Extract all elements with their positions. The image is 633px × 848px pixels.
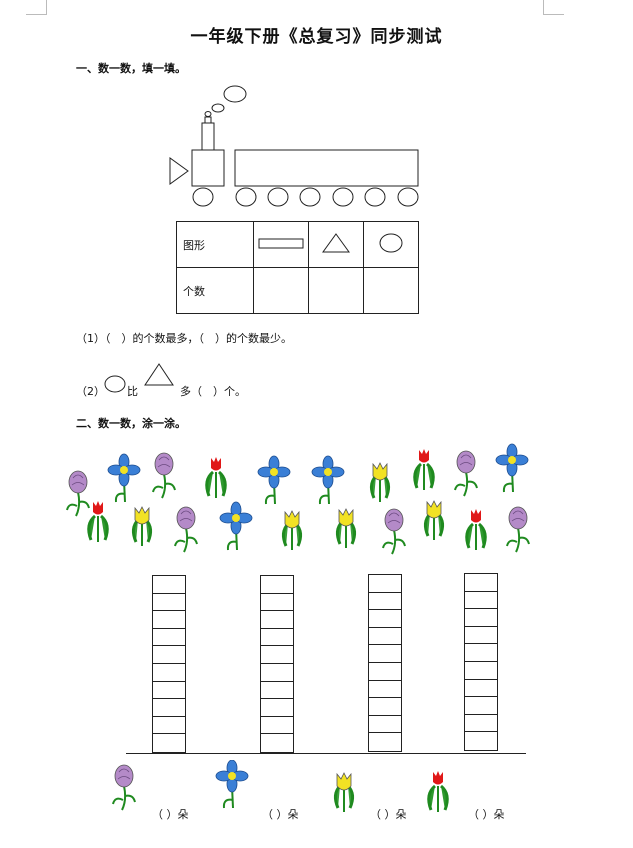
question-2-prefix: （2） bbox=[76, 385, 105, 398]
engine-cabin bbox=[191, 149, 225, 187]
corner-mark-right bbox=[543, 0, 564, 15]
wheel bbox=[192, 187, 214, 207]
purple-flower bbox=[112, 764, 136, 811]
triangle-icon bbox=[144, 363, 174, 386]
baseline-divider bbox=[126, 753, 526, 754]
section-2-heading: 二、数一数，涂一涂。 bbox=[76, 417, 186, 430]
triangle-icon bbox=[322, 233, 350, 253]
question-1: （1）（ ）的个数最多，（ ）的个数最少。 bbox=[76, 332, 292, 345]
smoke-cloud-large bbox=[223, 85, 247, 103]
yellow-flower bbox=[335, 507, 357, 550]
count-column-1[interactable] bbox=[152, 575, 186, 753]
blue-flower bbox=[219, 501, 253, 551]
wheel bbox=[364, 187, 386, 207]
table-label-shape: 图形 bbox=[176, 221, 254, 268]
count-column-4[interactable] bbox=[464, 573, 498, 751]
yellow-flower bbox=[333, 771, 355, 814]
purple-flower bbox=[66, 470, 90, 517]
chimney-top bbox=[204, 116, 212, 124]
page-title: 一年级下册《总复习》同步测试 bbox=[190, 27, 443, 47]
train-carriage bbox=[234, 149, 419, 187]
wheel bbox=[397, 187, 419, 207]
yellow-flower bbox=[369, 461, 391, 504]
wheel bbox=[299, 187, 321, 207]
blue-flower bbox=[495, 443, 529, 493]
answer-blank-purple[interactable]: （ ）朵 bbox=[152, 808, 189, 821]
yellow-flower bbox=[423, 499, 445, 542]
answer-blank-blue[interactable]: （ ）朵 bbox=[262, 808, 299, 821]
section-1-heading: 一、数一数，填一填。 bbox=[76, 62, 186, 75]
engine-front-triangle bbox=[169, 157, 189, 185]
purple-flower bbox=[506, 506, 530, 553]
yellow-flower bbox=[131, 505, 153, 548]
purple-flower bbox=[152, 452, 176, 499]
shape-count-table: 图形 个数 bbox=[176, 221, 419, 314]
circle-shape-cell bbox=[363, 221, 419, 268]
train-figure bbox=[169, 85, 419, 207]
purple-flower bbox=[382, 508, 406, 555]
rectangle-icon bbox=[258, 238, 304, 249]
table-label-count: 个数 bbox=[176, 267, 254, 314]
red-flower bbox=[413, 447, 435, 492]
red-flower bbox=[465, 507, 487, 552]
triangle-count-cell[interactable] bbox=[308, 267, 364, 314]
yellow-flower bbox=[281, 509, 303, 552]
purple-flower bbox=[454, 450, 478, 497]
circle-icon bbox=[379, 233, 403, 253]
wheel bbox=[267, 187, 289, 207]
answer-blank-yellow[interactable]: （ ）朵 bbox=[370, 808, 407, 821]
corner-mark-left bbox=[26, 0, 47, 15]
question-2-compare: 比 bbox=[127, 385, 138, 398]
smoke-cloud-small bbox=[211, 103, 225, 113]
red-flower bbox=[205, 455, 227, 500]
purple-flower bbox=[174, 506, 198, 553]
wheel bbox=[332, 187, 354, 207]
rectangle-count-cell[interactable] bbox=[253, 267, 309, 314]
wheel bbox=[235, 187, 257, 207]
blue-flower bbox=[107, 453, 141, 503]
blue-flower bbox=[311, 455, 345, 505]
circle-icon bbox=[104, 375, 126, 393]
smoke-cloud-tiny bbox=[204, 111, 212, 117]
rectangle-shape-cell bbox=[253, 221, 309, 268]
flower-field bbox=[66, 443, 530, 555]
red-flower bbox=[427, 769, 449, 814]
answer-blank-red[interactable]: （ ）朵 bbox=[468, 808, 505, 821]
count-column-2[interactable] bbox=[260, 575, 294, 753]
blue-flower bbox=[215, 760, 249, 809]
circle-count-cell[interactable] bbox=[363, 267, 419, 314]
blue-flower bbox=[257, 455, 291, 505]
chimney bbox=[201, 122, 215, 151]
red-flower bbox=[87, 499, 109, 544]
triangle-shape-cell bbox=[308, 221, 364, 268]
question-2-suffix: 多（ ）个。 bbox=[180, 385, 246, 398]
count-column-3[interactable] bbox=[368, 574, 402, 752]
